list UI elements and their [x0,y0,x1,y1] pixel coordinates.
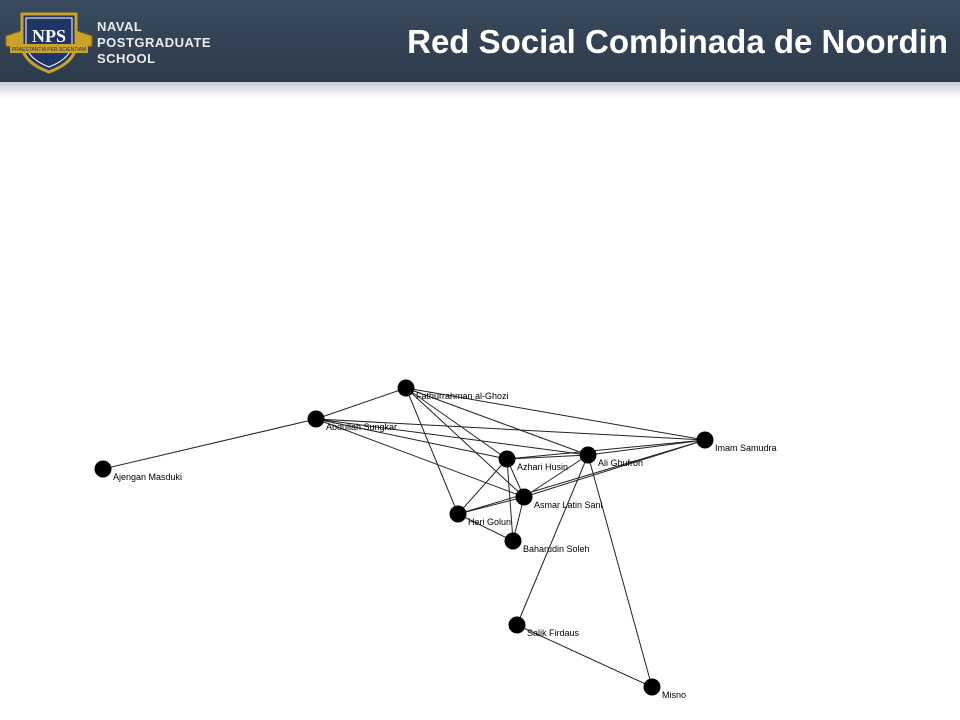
node-label-baharudin: Baharudin Soleh [523,544,590,554]
school-line: POSTGRADUATE [97,35,212,50]
node-fathurrahman [397,379,415,397]
node-label-imam: Imam Samudra [715,443,777,453]
edge-imam-heri [457,439,706,515]
node-heri [449,505,467,523]
node-asmar [515,488,533,506]
node-azhari [498,450,516,468]
node-imam [696,431,714,449]
node-label-ali: Ali Ghufron [598,458,643,468]
edge-abdullah-ali [315,418,589,456]
edge-abdullah-asmar [315,418,525,498]
node-label-misno: Misno [662,690,686,700]
edge-azhari-heri [457,458,508,515]
node-baharudin [504,532,522,550]
edge-abdullah-imam [315,418,706,441]
edge-imam-ali [587,439,706,456]
node-label-heri: Heri Golun [468,517,511,527]
node-ali [579,446,597,464]
node-misno [643,678,661,696]
logo-text: NPS [32,26,66,46]
edge-ali-salik [516,454,589,626]
edge-fathurrahman-azhari [405,387,508,460]
edge-ali-misno [587,454,653,688]
edge-heri-baharudin [457,513,514,542]
edge-ajengan-abdullah [102,418,317,470]
school-line: SCHOOL [97,51,156,66]
edge-salik-misno [516,624,653,688]
node-ajengan [94,460,112,478]
edge-abdullah-fathurrahman [315,387,407,420]
node-label-ajengan: Ajengan Masduki [113,472,182,482]
header-shadow [0,82,960,98]
edge-fathurrahman-asmar [405,387,525,498]
node-label-salik: Salik Firdaus [527,628,580,638]
edge-ali-asmar [523,454,589,498]
edge-fathurrahman-heri [405,387,459,515]
school-line: NAVAL [97,19,143,34]
node-label-abdullah: Abdullah Sungkar [326,422,397,432]
edge-imam-azhari [506,439,706,460]
node-label-asmar: Asmar Latin Sani [534,500,603,510]
logo-motto: PRAESTANTIA PER SCIENTIAM [12,47,86,53]
node-salik [508,616,526,634]
edge-fathurrahman-imam [405,387,706,441]
nps-logo: NPS PRAESTANTIA PER SCIENTIAM [5,12,93,74]
header-bar: NPS PRAESTANTIA PER SCIENTIAM NAVAL POST… [0,0,960,82]
slide-title: Red Social Combinada de Noordin [407,23,948,60]
edge-azhari-baharudin [506,458,514,542]
edge-asmar-heri [457,496,525,515]
edge-layer [102,387,706,688]
node-label-azhari: Azhari Husin [517,462,568,472]
node-abdullah [307,410,325,428]
school-name: NAVAL POSTGRADUATE SCHOOL [97,19,211,67]
node-label-fathurrahman: Fathurrahman al-Ghozi [416,391,509,401]
edge-ali-azhari [506,454,589,460]
edge-fathurrahman-ali [405,387,589,456]
